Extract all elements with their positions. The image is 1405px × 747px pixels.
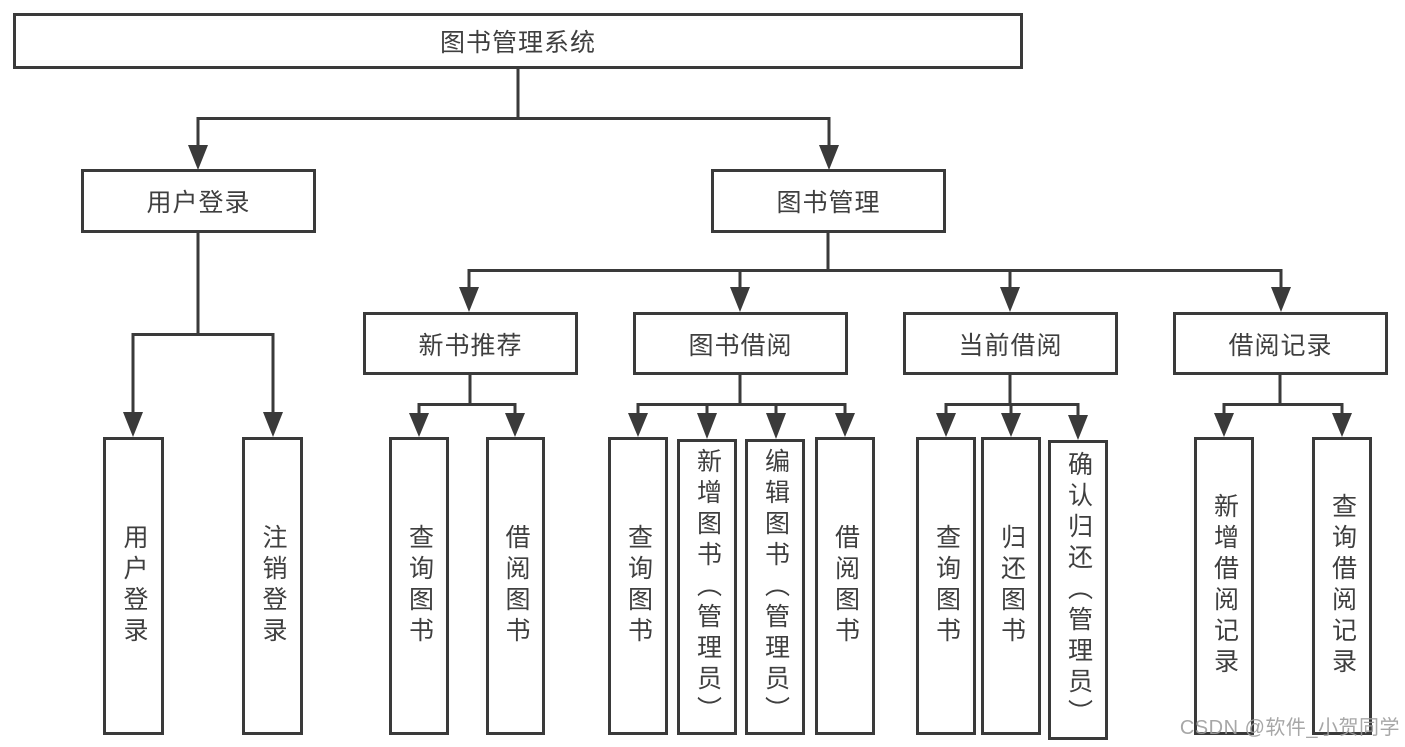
- connector-root-to-level2: [188, 69, 839, 170]
- arrowhead-icon: [123, 412, 143, 437]
- node-leaf-confirm-return-admin: 确认归还（管理员）: [1048, 440, 1108, 740]
- node-leaf-query-books-borrow: 查询图书: [608, 437, 668, 735]
- arrowhead-icon: [188, 145, 208, 170]
- node-leaf-query-borrow-record-label: 查询借阅记录: [1328, 493, 1357, 679]
- arrowhead-icon: [263, 412, 283, 437]
- node-borrow-records: 借阅记录: [1173, 312, 1388, 375]
- node-leaf-add-borrow-record-label: 新增借阅记录: [1210, 493, 1239, 679]
- node-current-borrow-label: 当前借阅: [958, 331, 1063, 360]
- node-new-book-recommend: 新书推荐: [363, 312, 578, 375]
- connector-borrowing-to-leaves: [628, 375, 855, 439]
- node-borrow-records-label: 借阅记录: [1228, 331, 1333, 360]
- node-leaf-borrow-books-recommend-label: 借阅图书: [502, 524, 530, 648]
- node-leaf-borrow-books-borrow-label: 借阅图书: [831, 524, 860, 648]
- node-user-login-label: 用户登录: [146, 189, 251, 217]
- node-current-borrow: 当前借阅: [903, 312, 1118, 375]
- connector-currentborrow-to-leaves: [936, 375, 1088, 440]
- node-leaf-add-book-admin-label: 新增图书（管理员）: [693, 447, 722, 727]
- node-leaf-query-books-recommend: 查询图书: [389, 437, 449, 735]
- node-leaf-query-borrow-record: 查询借阅记录: [1312, 437, 1372, 735]
- watermark: CSDN @软件_小贺同学: [1179, 717, 1400, 739]
- node-leaf-confirm-return-admin-label: 确认归还（管理员）: [1064, 450, 1093, 730]
- node-leaf-edit-book-admin: 编辑图书（管理员）: [745, 439, 805, 735]
- arrowhead-icon: [1332, 413, 1352, 437]
- node-root-label: 图书管理系统: [439, 29, 596, 57]
- node-leaf-query-books-borrow-label: 查询图书: [624, 524, 653, 648]
- node-leaf-query-books-current-label: 查询图书: [932, 524, 961, 648]
- arrowhead-icon: [1068, 415, 1088, 440]
- node-leaf-query-books-recommend-label: 查询图书: [405, 524, 434, 648]
- node-book-borrow: 图书借阅: [633, 312, 848, 375]
- arrowhead-icon: [1001, 413, 1021, 437]
- node-leaf-return-book-label: 归还图书: [997, 524, 1026, 648]
- arrowhead-icon: [459, 287, 479, 312]
- arrowhead-icon: [505, 413, 525, 437]
- connector-userlogin-to-leaves: [123, 233, 283, 437]
- arrowhead-icon: [936, 413, 956, 437]
- arrowhead-icon: [697, 413, 717, 439]
- connector-bookmgmt-to-level3: [459, 233, 1291, 312]
- connector-newbooks-to-leaves: [409, 375, 525, 437]
- connector-records-to-leaves: [1214, 375, 1352, 437]
- node-leaf-user-login-label: 用户登录: [120, 524, 148, 648]
- arrowhead-icon: [819, 145, 839, 170]
- node-leaf-borrow-books-recommend: 借阅图书: [486, 437, 545, 735]
- arrowhead-icon: [730, 287, 750, 312]
- arrowhead-icon: [835, 413, 855, 437]
- node-leaf-logout-label: 注销登录: [259, 524, 287, 648]
- node-leaf-borrow-books-borrow: 借阅图书: [815, 437, 875, 735]
- node-leaf-add-book-admin: 新增图书（管理员）: [677, 439, 737, 735]
- node-leaf-logout: 注销登录: [242, 437, 303, 735]
- arrowhead-icon: [1271, 287, 1291, 312]
- arrowhead-icon: [1000, 287, 1020, 312]
- node-leaf-query-books-current: 查询图书: [916, 437, 976, 735]
- node-leaf-edit-book-admin-label: 编辑图书（管理员）: [761, 447, 790, 727]
- node-leaf-return-book: 归还图书: [981, 437, 1041, 735]
- node-root: 图书管理系统: [13, 13, 1023, 69]
- arrowhead-icon: [628, 413, 648, 437]
- arrowhead-icon: [1214, 413, 1234, 437]
- node-user-login: 用户登录: [81, 169, 316, 233]
- node-leaf-add-borrow-record: 新增借阅记录: [1194, 437, 1254, 735]
- node-leaf-user-login: 用户登录: [103, 437, 164, 735]
- node-book-management-label: 图书管理: [776, 189, 881, 217]
- arrowhead-icon: [409, 413, 429, 437]
- node-new-book-recommend-label: 新书推荐: [418, 331, 523, 360]
- node-book-management: 图书管理: [711, 169, 946, 233]
- arrowhead-icon: [766, 413, 786, 439]
- node-book-borrow-label: 图书借阅: [688, 331, 793, 360]
